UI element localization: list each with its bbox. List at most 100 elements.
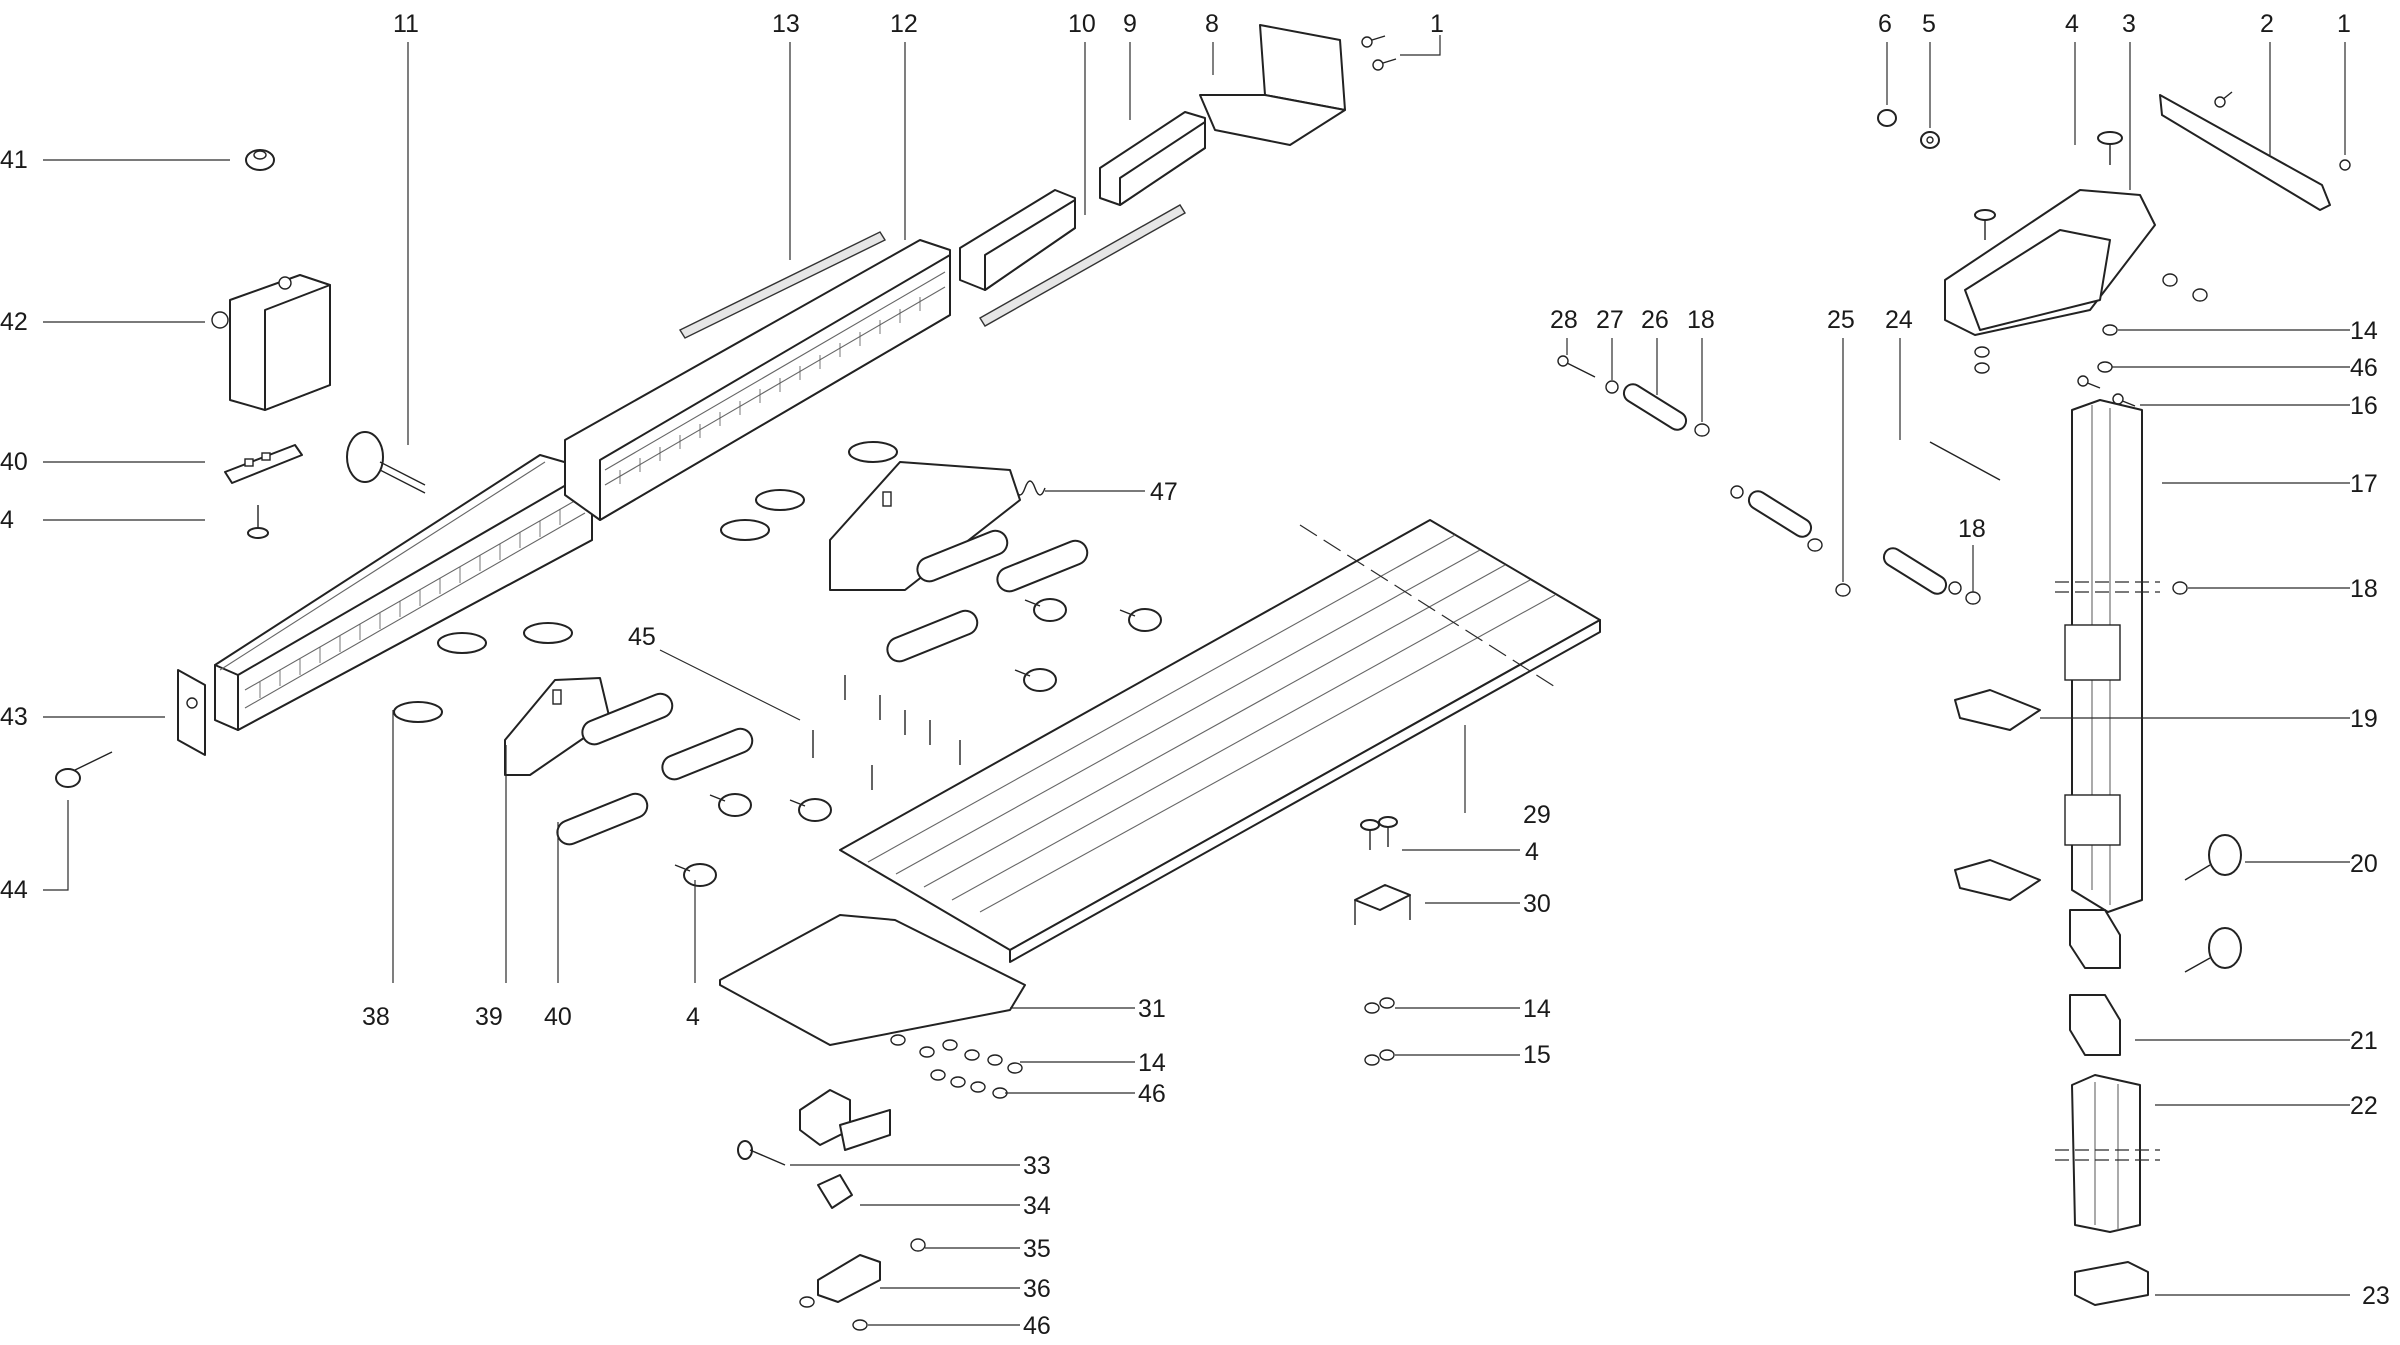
callout-4-mid: 4 bbox=[1525, 838, 1539, 866]
bolt-part-28 bbox=[1557, 355, 1596, 378]
wing-part-19 bbox=[1954, 689, 2041, 901]
nut-part-46-bottom bbox=[852, 1319, 868, 1331]
washers-part-14-right bbox=[2102, 324, 2118, 336]
head-bracket-part-3 bbox=[1944, 189, 2156, 336]
callout-18-mid: 18 bbox=[1958, 515, 1986, 543]
callout-17: 17 bbox=[2350, 470, 2378, 498]
callouts-right: 6 5 4 3 2 1 28 27 26 18 25 24 14 46 16 1… bbox=[1550, 10, 2390, 1310]
callout-19: 19 bbox=[2350, 705, 2378, 733]
callout-41: 41 bbox=[0, 146, 28, 174]
angled-plate-part-39-upper bbox=[829, 461, 1021, 591]
callout-4-bottom: 4 bbox=[686, 1003, 700, 1031]
callout-38: 38 bbox=[362, 1003, 390, 1031]
callout-14-right: 14 bbox=[2350, 317, 2378, 345]
washers-part-14-low bbox=[890, 1034, 1023, 1074]
callout-31: 31 bbox=[1138, 995, 1166, 1023]
bracket-hardware-cluster bbox=[799, 1089, 891, 1151]
nuts-part-46-low bbox=[930, 1069, 1008, 1099]
callout-3: 3 bbox=[2122, 10, 2136, 38]
callout-14-low: 14 bbox=[1138, 1049, 1166, 1077]
callout-2: 2 bbox=[2260, 10, 2274, 38]
channel-part-22 bbox=[2055, 1074, 2160, 1233]
screw-part-1-right bbox=[2339, 159, 2351, 171]
clips-part-21 bbox=[2069, 909, 2121, 1056]
callout-1-right: 1 bbox=[2337, 10, 2351, 38]
bolts-part-4-mid bbox=[1360, 816, 1398, 850]
leader-lines-right bbox=[1566, 42, 2350, 1296]
slotted-plate-part-40-left bbox=[224, 444, 303, 484]
screw-part-44 bbox=[55, 751, 113, 788]
clip-part-34 bbox=[817, 1174, 853, 1209]
nuts-part-46-right bbox=[2097, 361, 2113, 373]
long-rail-part bbox=[214, 454, 593, 731]
callout-21: 21 bbox=[2350, 1027, 2378, 1055]
screw-part-2-bolt bbox=[2214, 91, 2233, 108]
bolt-part-4-top bbox=[2097, 131, 2123, 165]
callout-6: 6 bbox=[1878, 10, 1892, 38]
callout-24: 24 bbox=[1885, 306, 1913, 334]
strip-part-10 bbox=[979, 204, 1186, 327]
callout-5: 5 bbox=[1922, 10, 1936, 38]
callout-42: 42 bbox=[0, 308, 28, 336]
rail-segment-9 bbox=[1099, 111, 1206, 206]
carriage-bolts bbox=[674, 598, 1162, 887]
callout-29: 29 bbox=[1523, 801, 1551, 829]
end-cap-part-43 bbox=[177, 669, 206, 756]
nuts-part-15 bbox=[1364, 1049, 1395, 1066]
callout-36: 36 bbox=[1023, 1275, 1051, 1303]
callout-44: 44 bbox=[0, 876, 28, 904]
callout-4-left: 4 bbox=[0, 506, 14, 534]
pin-group-lower bbox=[1882, 547, 1962, 595]
callout-9: 9 bbox=[1123, 10, 1137, 38]
nut-part-18-mid bbox=[1965, 591, 1981, 605]
callout-8: 8 bbox=[1205, 10, 1219, 38]
callout-46-bottom: 46 bbox=[1023, 1312, 1051, 1340]
nuts-near-head bbox=[1974, 273, 2208, 374]
nut-part-18-top bbox=[1694, 423, 1710, 437]
callout-4-top: 4 bbox=[2065, 10, 2079, 38]
slotted-plates-part-40 bbox=[556, 529, 1089, 846]
callout-27: 27 bbox=[1596, 306, 1624, 334]
screws-part-1-top bbox=[1361, 35, 1397, 71]
callout-25: 25 bbox=[1827, 306, 1855, 334]
callout-45: 45 bbox=[628, 623, 656, 651]
callout-43: 43 bbox=[0, 703, 28, 731]
upper-rail-part bbox=[564, 239, 951, 521]
callout-40-left: 40 bbox=[0, 448, 28, 476]
callout-30: 30 bbox=[1523, 890, 1551, 918]
callout-26: 26 bbox=[1641, 306, 1669, 334]
bolt-part-4-left bbox=[247, 505, 269, 539]
foot-part-23 bbox=[2074, 1261, 2149, 1306]
pin-group-middle bbox=[1730, 485, 1823, 552]
small-screws-part-45 bbox=[812, 675, 961, 790]
washers-part-14-mid bbox=[1364, 997, 1395, 1014]
callout-47: 47 bbox=[1150, 478, 1178, 506]
washer-part-27 bbox=[1605, 380, 1619, 394]
callout-20: 20 bbox=[2350, 850, 2378, 878]
callout-18-right: 18 bbox=[2350, 575, 2378, 603]
callout-34: 34 bbox=[1023, 1192, 1051, 1220]
leader-lines-left bbox=[43, 35, 1520, 1326]
callout-33: 33 bbox=[1023, 1152, 1051, 1180]
callout-35: 35 bbox=[1023, 1235, 1051, 1263]
leg-part-17 bbox=[2055, 399, 2160, 913]
callout-11: 11 bbox=[393, 10, 419, 38]
nut-part-18-right bbox=[2172, 581, 2188, 595]
callout-1-top: 1 bbox=[1430, 10, 1444, 38]
nut-part-6 bbox=[1877, 109, 1897, 127]
callouts-left: 1 8 9 10 12 13 11 41 42 40 4 43 44 47 45… bbox=[0, 10, 1551, 1340]
callout-16: 16 bbox=[2350, 392, 2378, 420]
foot-part-36 bbox=[799, 1254, 881, 1308]
callout-12: 12 bbox=[890, 10, 918, 38]
callout-13: 13 bbox=[772, 10, 800, 38]
rail-segment-left bbox=[959, 189, 1076, 291]
callout-46-low: 46 bbox=[1138, 1080, 1166, 1108]
clamp-housing-part-42 bbox=[211, 274, 331, 411]
knob-part-11 bbox=[346, 431, 426, 494]
callout-10: 10 bbox=[1068, 10, 1096, 38]
pin-part-26 bbox=[1622, 383, 1688, 431]
callout-15: 15 bbox=[1523, 1041, 1551, 1069]
bolt-part-33 bbox=[737, 1140, 786, 1166]
washer-part-35 bbox=[910, 1238, 926, 1252]
